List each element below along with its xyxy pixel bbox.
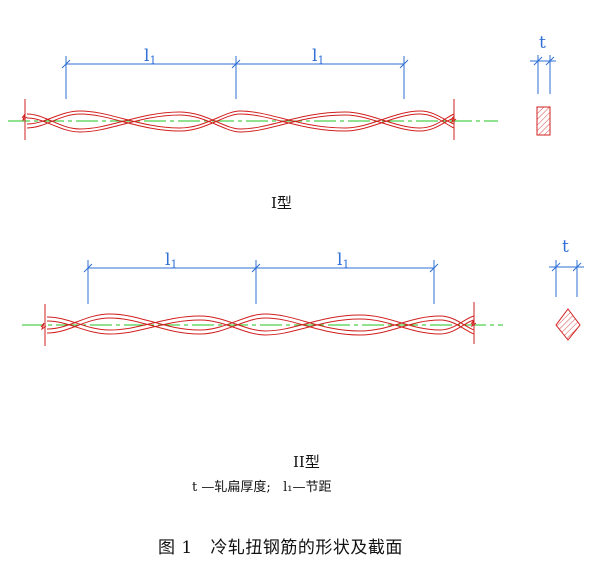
type2-twisted-bar (40, 302, 477, 346)
type2-pitch-label-2: l1 (337, 250, 349, 271)
legend-note: t —轧扁厚度; l₁—节距 (192, 480, 332, 495)
type1-pitch-label-2: l1 (312, 46, 324, 67)
type2-thickness-dimension (549, 260, 584, 297)
type1-label: I型 (271, 194, 292, 212)
type2-label: II型 (293, 453, 320, 471)
type1-cross-section (536, 106, 551, 136)
type1-pitch-dimension (61, 56, 409, 99)
type1-drawing: l1 l1 t (8, 33, 556, 140)
type2-pitch-label-1: l1 (165, 250, 177, 271)
type2-pitch-dimension (83, 260, 439, 304)
type2-thickness-label: t (562, 237, 569, 257)
type1-thickness-dimension (530, 55, 556, 94)
type1-pitch-label-1: l1 (144, 46, 156, 67)
type1-twisted-bar (21, 99, 457, 140)
type2-drawing: l1 l1 t (22, 237, 584, 346)
type2-cross-section (555, 308, 581, 341)
figure-caption: 图 1 冷轧扭钢筋的形状及截面 (158, 538, 403, 558)
type1-thickness-label: t (539, 33, 546, 53)
